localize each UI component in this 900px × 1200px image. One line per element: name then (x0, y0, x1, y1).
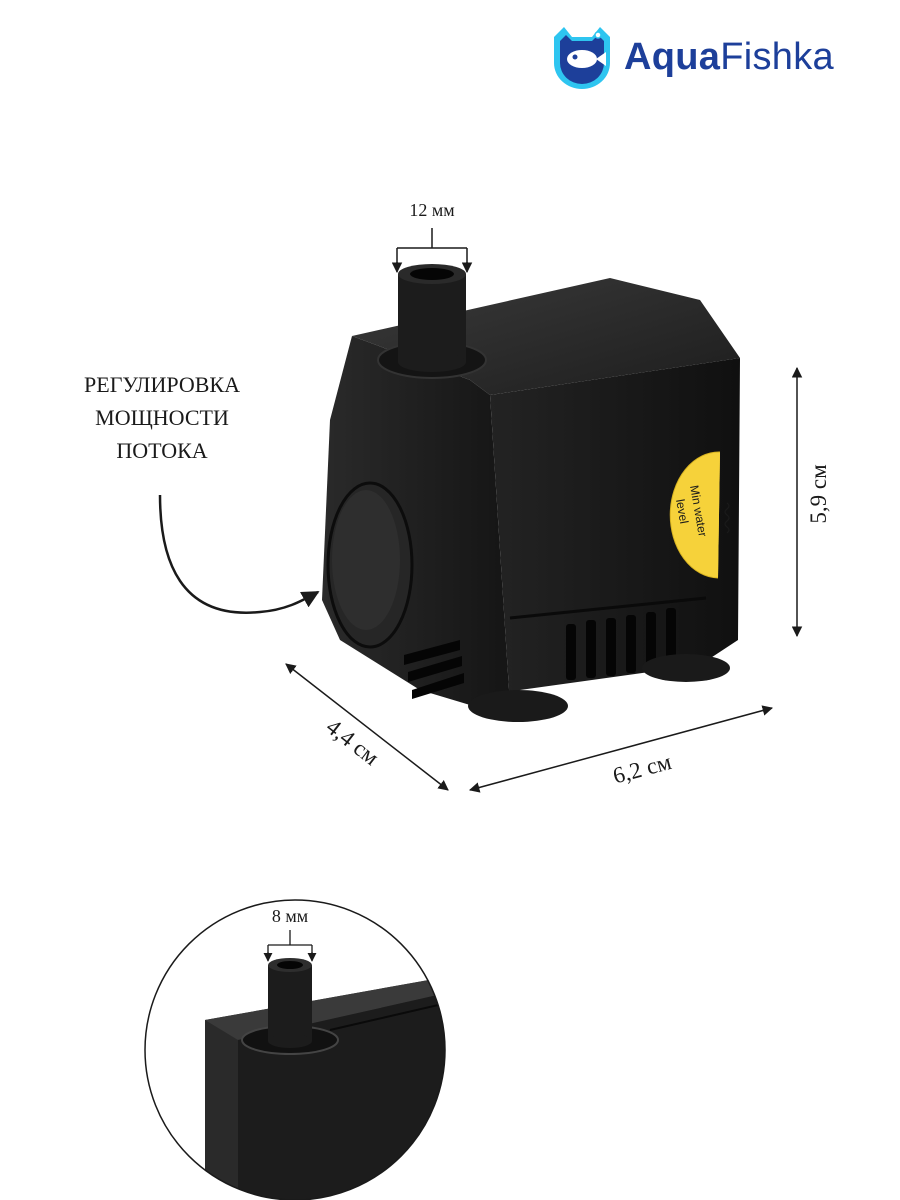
callout-line-1: РЕГУЛИРОВКА (84, 372, 240, 397)
depth-label: 4,4 см (322, 714, 384, 770)
brand-name-aqua: Aqua (624, 35, 721, 78)
min-water-level-sticker: Min water level (669, 451, 730, 579)
width-label: 6,2 см (610, 749, 674, 789)
small-outlet-zoom: 8 мм (144, 899, 446, 1200)
callout-arrow (158, 494, 320, 614)
outlet-small-label: 8 мм (272, 906, 308, 926)
callout-line-2: МОЩНОСТИ (95, 405, 229, 430)
callout-line-3: ПОТОКА (116, 438, 208, 463)
flow-control-callout: РЕГУЛИРОВКА МОЩНОСТИ ПОТОКА (62, 368, 262, 467)
pump-body (322, 264, 740, 722)
brand-name-fishka: Fishka (720, 35, 834, 78)
brand-logo: AquaFishka (548, 22, 878, 92)
outlet-large-label: 12 мм (409, 200, 454, 220)
height-label: 5,9 см (806, 464, 831, 524)
cat-fish-logo-icon (554, 27, 610, 89)
sticker-line-2: level (673, 498, 691, 525)
outlet-large-dimension: 12 мм (391, 200, 473, 274)
height-dimension: 5,9 см (791, 366, 831, 638)
